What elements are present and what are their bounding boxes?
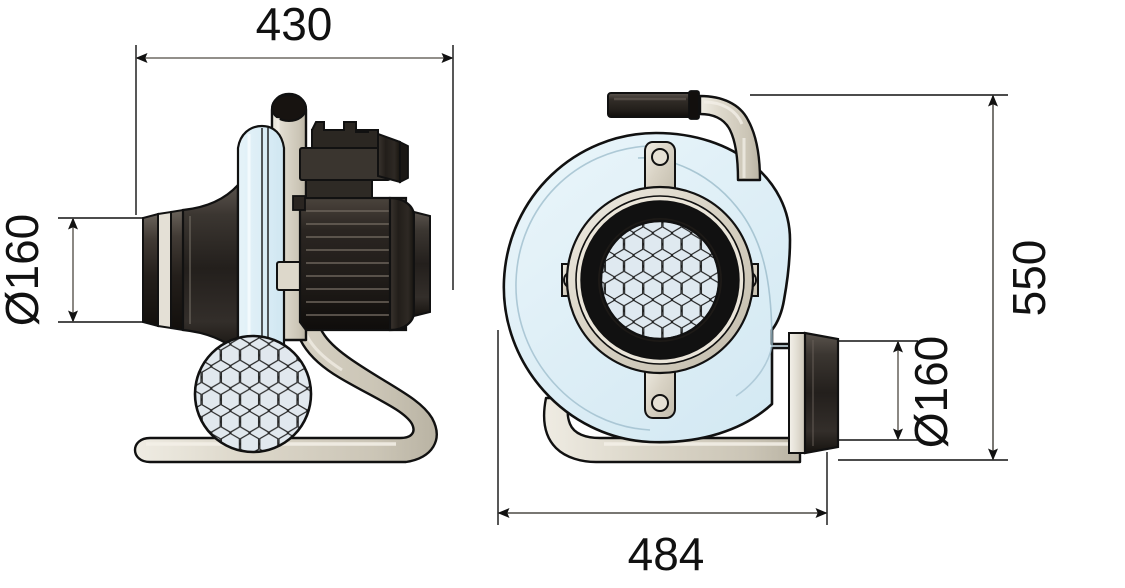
inlet-cone-side [142,182,240,355]
electric-motor-side [276,195,431,332]
dimension-430: 430 [135,0,454,290]
dimension-484: 484 [497,330,828,580]
dimension-484-label: 484 [628,528,705,580]
side-elevation [133,92,438,464]
honeycomb-grille-side [193,334,313,454]
dimension-inlet-left: Ø160 [0,214,143,327]
dimension-550: 550 [750,94,1055,461]
outlet-flange-front [788,331,840,455]
dimension-inlet-left-label: Ø160 [0,214,48,327]
front-elevation [502,90,840,464]
carry-handle-front [698,94,762,182]
terminal-box-side [299,121,409,199]
dimension-430-label: 430 [256,0,333,50]
handle-grip [607,90,700,120]
housing-side [236,124,286,382]
inlet-ring-front [565,185,755,375]
dimension-outlet-right: Ø160 [838,336,957,449]
dimension-outlet-right-label: Ø160 [905,336,957,449]
dimension-550-label: 550 [1003,240,1055,317]
